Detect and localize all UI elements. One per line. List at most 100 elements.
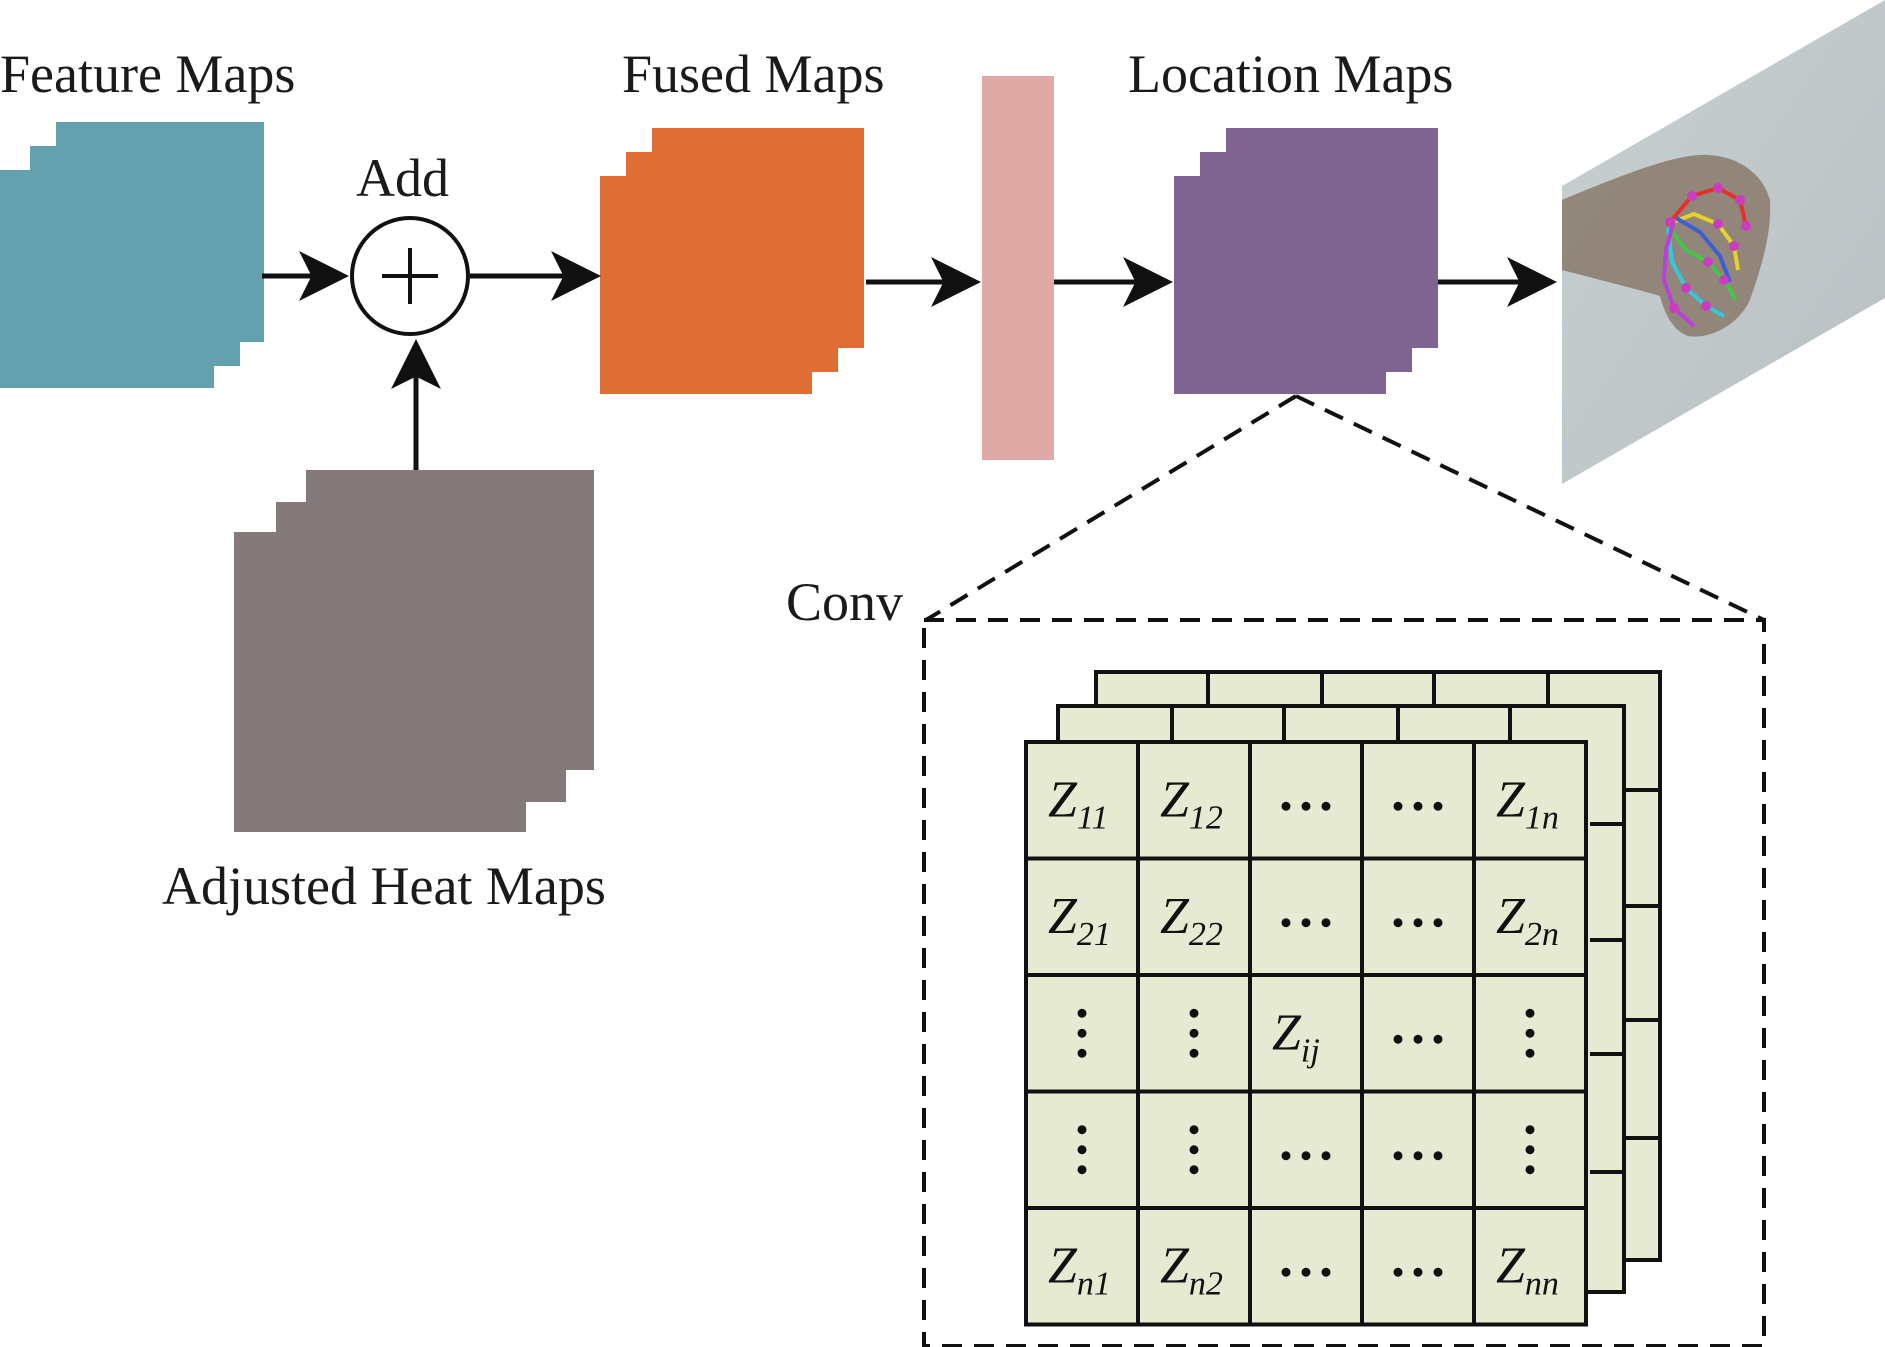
grid-cell-symbol: Z12 <box>1160 771 1223 836</box>
grid-cell-5-1: Zn1 <box>1024 1206 1140 1327</box>
ellipsis-dot-1 <box>1393 1034 1403 1044</box>
grid-cell-box <box>1360 973 1476 1094</box>
grid-cell-symbol: Z1n <box>1496 771 1559 836</box>
feature-maps-layer-front <box>0 170 214 388</box>
ellipsis-dot-2 <box>1301 1267 1311 1277</box>
hand-skeleton-icon <box>1661 183 1751 328</box>
ellipsis-dot-2 <box>1301 1151 1311 1161</box>
flow-arrows <box>262 251 1557 470</box>
ellipsis-dot-3 <box>1433 1034 1443 1044</box>
grid-cell-symbol: Z11 <box>1048 771 1108 836</box>
ellipsis-dot-3 <box>1433 801 1443 811</box>
ellipsis-dot-3 <box>1433 918 1443 928</box>
vertical-ellipsis-dot-2 <box>1525 1028 1535 1038</box>
grid-cell-3-4 <box>1360 973 1476 1094</box>
vertical-ellipsis-dot-2 <box>1189 1028 1199 1038</box>
grid-cell-box <box>1472 856 1588 977</box>
zoom-line-right <box>1295 394 1765 622</box>
grid-cell-1-1: Z11 <box>1024 740 1140 861</box>
grid-cell-symbol: Zn1 <box>1048 1237 1111 1302</box>
grid-cell-2-5: Z2n <box>1472 856 1588 977</box>
grid-cell-5-2: Zn2 <box>1136 1206 1252 1327</box>
grid-cell-box <box>1248 1089 1364 1210</box>
grid-cell-box <box>1472 973 1588 1094</box>
ellipsis-dot-1 <box>1281 1151 1291 1161</box>
vertical-ellipsis-dot-2 <box>1077 1028 1087 1038</box>
vertical-ellipsis-dot-3 <box>1189 1048 1199 1058</box>
location-maps-label: Location Maps <box>1128 44 1453 104</box>
ellipsis-dot-1 <box>1393 801 1403 811</box>
grid-cell-4-4 <box>1360 1089 1476 1210</box>
ellipsis-dot-3 <box>1321 1151 1331 1161</box>
grid-cell-symbol: Zn2 <box>1160 1237 1223 1302</box>
grid-cell-symbol: Znn <box>1496 1237 1559 1302</box>
grid-cell-1-3 <box>1248 740 1364 861</box>
grid-cell-2-2: Z22 <box>1136 856 1252 977</box>
skeleton-joints <box>1665 183 1751 313</box>
grid-cell-symbol: Z2n <box>1496 888 1559 953</box>
grid-cell-3-3: Zij <box>1248 973 1364 1094</box>
grid-cell-5-3 <box>1248 1206 1364 1327</box>
vertical-ellipsis-dot-1 <box>1189 1008 1199 1018</box>
grid-cell-symbol: Z21 <box>1048 888 1111 953</box>
finger-chain-magenta <box>1661 219 1696 328</box>
grid-cell-box <box>1136 1206 1252 1327</box>
grid-cell-box <box>1248 856 1364 977</box>
grid-cell-5-4 <box>1360 1206 1476 1327</box>
feature-maps-label: Feature Maps <box>0 44 295 104</box>
vertical-ellipsis-dot-3 <box>1189 1165 1199 1175</box>
ellipsis-dot-2 <box>1413 801 1423 811</box>
zoom-box <box>922 618 1766 1347</box>
ellipsis-dot-1 <box>1393 1151 1403 1161</box>
grid-cell-box <box>1472 1206 1588 1327</box>
fused-maps-label: Fused Maps <box>622 44 885 104</box>
ellipsis-dot-3 <box>1433 1267 1443 1277</box>
grid-cell-box <box>1248 1206 1364 1327</box>
ellipsis-dot-1 <box>1281 801 1291 811</box>
ellipsis-dot-3 <box>1321 801 1331 811</box>
grid-cell-box <box>1248 973 1364 1094</box>
grid-cell-5-5: Znn <box>1472 1206 1588 1327</box>
vertical-ellipsis-dot-3 <box>1077 1048 1087 1058</box>
vertical-ellipsis-dot-2 <box>1189 1145 1199 1155</box>
ellipsis-dot-2 <box>1413 1151 1423 1161</box>
grid-cell-4-3 <box>1248 1089 1364 1210</box>
ellipsis-dot-2 <box>1413 1034 1423 1044</box>
feature-maps-block <box>0 122 264 388</box>
ellipsis-dot-2 <box>1413 918 1423 928</box>
ellipsis-dot-3 <box>1321 918 1331 928</box>
ellipsis-dot-2 <box>1301 801 1311 811</box>
grid-cell-2-4 <box>1360 856 1476 977</box>
ellipsis-dot-1 <box>1393 918 1403 928</box>
fused-maps-layer-front <box>600 176 812 394</box>
vertical-ellipsis-dot-3 <box>1525 1165 1535 1175</box>
grid-cell-4-5 <box>1472 1089 1588 1210</box>
grid-cell-3-5 <box>1472 973 1588 1094</box>
adjusted-heat-maps-block <box>234 470 594 832</box>
grid-cell-box <box>1248 740 1364 861</box>
grid-cell-box <box>1024 1206 1140 1327</box>
grid-cell-box <box>1360 856 1476 977</box>
location-maps-block <box>1174 128 1438 394</box>
grid-cell-symbol: Zij <box>1272 1004 1320 1069</box>
grid-cell-2-3 <box>1248 856 1364 977</box>
vertical-ellipsis-dot-1 <box>1077 1125 1087 1135</box>
location-maps-layer-front <box>1174 176 1386 394</box>
vertical-ellipsis-dot-2 <box>1077 1145 1087 1155</box>
vertical-ellipsis-dot-1 <box>1077 1008 1087 1018</box>
grid-cell-1-2: Z12 <box>1136 740 1252 861</box>
grid-cell-box <box>1472 740 1588 861</box>
conv-bar <box>982 76 1054 460</box>
fused-maps-block <box>600 128 864 394</box>
vertical-ellipsis-dot-3 <box>1077 1165 1087 1175</box>
grid-cell-box <box>1360 740 1476 861</box>
ellipsis-dot-1 <box>1393 1267 1403 1277</box>
grid-cell-4-2 <box>1136 1089 1252 1210</box>
add-operator <box>350 216 470 336</box>
grid-cell-3-1 <box>1024 973 1140 1094</box>
grid-cell-symbol: Z22 <box>1160 888 1223 953</box>
finger-chain-blue <box>1674 216 1732 283</box>
hand-pose-output-image <box>1562 0 1885 484</box>
grid-cell-box <box>1360 1089 1476 1210</box>
